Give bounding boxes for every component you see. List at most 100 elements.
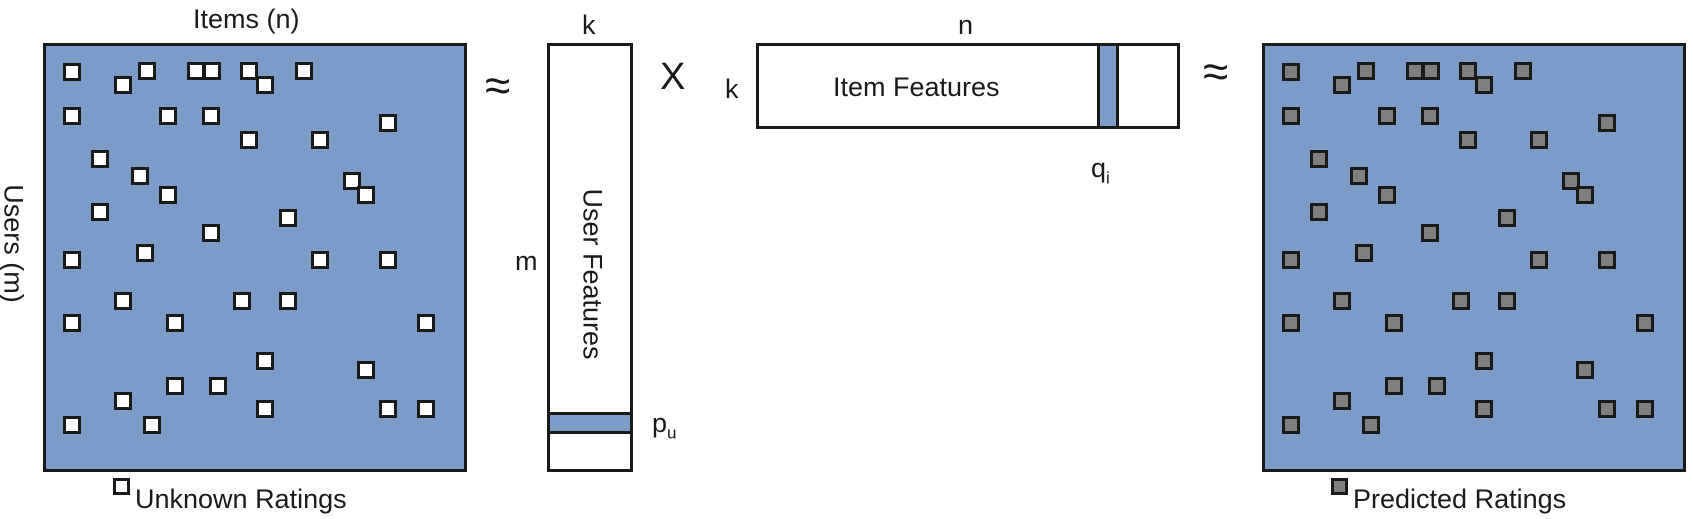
unknown-rating-cell — [63, 251, 81, 269]
item-column-band-qi — [1097, 46, 1119, 126]
predicted-rating-cell — [1475, 352, 1493, 370]
unknown-rating-cell — [357, 361, 375, 379]
unknown-rating-cell — [114, 292, 132, 310]
predicted-rating-cell — [1333, 392, 1351, 410]
unknown-rating-cell — [357, 186, 375, 204]
pu-label: pu — [652, 408, 677, 443]
k-label-user: k — [582, 10, 596, 40]
unknown-rating-cell — [136, 244, 154, 262]
predicted-rating-cell — [1475, 76, 1493, 94]
predicted-rating-cell — [1576, 361, 1594, 379]
unknown-rating-cell — [202, 224, 220, 242]
unknown-rating-cell — [240, 131, 258, 149]
predicted-rating-cell — [1355, 244, 1373, 262]
unknown-rating-cell — [256, 76, 274, 94]
unknown-rating-cell — [417, 400, 435, 418]
user-features-matrix — [547, 43, 633, 472]
predicted-rating-cell — [1576, 186, 1594, 204]
predicted-rating-cell — [1385, 314, 1403, 332]
predicted-rating-cell — [1514, 62, 1532, 80]
unknown-rating-cell — [91, 203, 109, 221]
unknown-rating-cell — [63, 63, 81, 81]
user-row-band-pu — [550, 412, 630, 434]
pu-label-base: p — [652, 408, 668, 438]
item-features-label: Item Features — [833, 72, 1000, 102]
approx-symbol-2: ≈ — [1203, 45, 1229, 97]
unknown-rating-cell — [138, 62, 156, 80]
qi-label-subscript: i — [1106, 168, 1110, 188]
n-label-item: n — [958, 10, 974, 40]
predicted-rating-cell — [1282, 107, 1300, 125]
unknown-rating-cell — [295, 62, 313, 80]
predicted-rating-cell — [1598, 251, 1616, 269]
unknown-rating-cell — [379, 400, 397, 418]
approx-symbol-1: ≈ — [485, 59, 511, 111]
predicted-rating-cell — [1350, 167, 1368, 185]
qi-label: qi — [1091, 153, 1110, 188]
unknown-rating-cell — [114, 392, 132, 410]
predicted-rating-cell — [1282, 63, 1300, 81]
predicted-rating-cell — [1282, 314, 1300, 332]
unknown-rating-cell — [159, 186, 177, 204]
predicted-rating-cell — [1282, 251, 1300, 269]
unknown-rating-cell — [63, 107, 81, 125]
m-label: m — [515, 246, 538, 276]
predicted-rating-cell — [1385, 377, 1403, 395]
qi-label-base: q — [1091, 153, 1107, 183]
predicted-rating-cell — [1636, 314, 1654, 332]
predicted-rating-cell — [1421, 107, 1439, 125]
unknown-rating-cell — [166, 314, 184, 332]
user-features-label: User Features — [577, 188, 608, 360]
predicted-rating-cell — [1459, 131, 1477, 149]
unknown-ratings-legend-swatch — [113, 478, 130, 495]
predicted-rating-cell — [1333, 292, 1351, 310]
unknown-rating-cell — [233, 292, 251, 310]
predicted-rating-cell — [1598, 114, 1616, 132]
predicted-rating-cell — [1357, 62, 1375, 80]
unknown-ratings-legend-label: Unknown Ratings — [135, 484, 347, 514]
unknown-rating-cell — [209, 377, 227, 395]
pu-label-subscript: u — [667, 423, 677, 443]
predicted-rating-cell — [1333, 76, 1351, 94]
predicted-ratings-legend-label: Predicted Ratings — [1353, 484, 1567, 514]
predicted-rating-cell — [1421, 224, 1439, 242]
predicted-rating-cell — [1562, 172, 1580, 190]
predicted-rating-cell — [1310, 150, 1328, 168]
predicted-rating-cell — [1310, 203, 1328, 221]
unknown-rating-cell — [63, 416, 81, 434]
predicted-rating-cell — [1428, 377, 1446, 395]
times-symbol: X — [660, 56, 686, 98]
predicted-rating-cell — [1530, 131, 1548, 149]
unknown-rating-cell — [91, 150, 109, 168]
unknown-rating-cell — [202, 107, 220, 125]
predicted-rating-cell — [1498, 209, 1516, 227]
unknown-rating-cell — [63, 314, 81, 332]
unknown-rating-cell — [114, 76, 132, 94]
predicted-rating-cell — [1378, 107, 1396, 125]
unknown-rating-cell — [279, 292, 297, 310]
predicted-rating-cell — [1636, 400, 1654, 418]
k-label-item: k — [725, 74, 739, 104]
unknown-rating-cell — [379, 114, 397, 132]
predicted-rating-cell — [1530, 251, 1548, 269]
unknown-rating-cell — [279, 209, 297, 227]
unknown-rating-cell — [311, 131, 329, 149]
predicted-rating-cell — [1362, 416, 1380, 434]
unknown-rating-cell — [203, 62, 221, 80]
unknown-rating-cell — [256, 400, 274, 418]
predicted-matrix — [1262, 43, 1686, 472]
unknown-rating-cell — [343, 172, 361, 190]
unknown-rating-cell — [240, 62, 258, 80]
unknown-rating-cell — [379, 251, 397, 269]
unknown-rating-cell — [131, 167, 149, 185]
predicted-rating-cell — [1498, 292, 1516, 310]
unknown-rating-cell — [166, 377, 184, 395]
unknown-rating-cell — [417, 314, 435, 332]
predicted-rating-cell — [1459, 62, 1477, 80]
unknown-rating-cell — [311, 251, 329, 269]
predicted-rating-cell — [1452, 292, 1470, 310]
unknown-rating-cell — [159, 107, 177, 125]
item-features-matrix — [756, 43, 1180, 129]
predicted-rating-cell — [1422, 62, 1440, 80]
unknown-rating-cell — [256, 352, 274, 370]
